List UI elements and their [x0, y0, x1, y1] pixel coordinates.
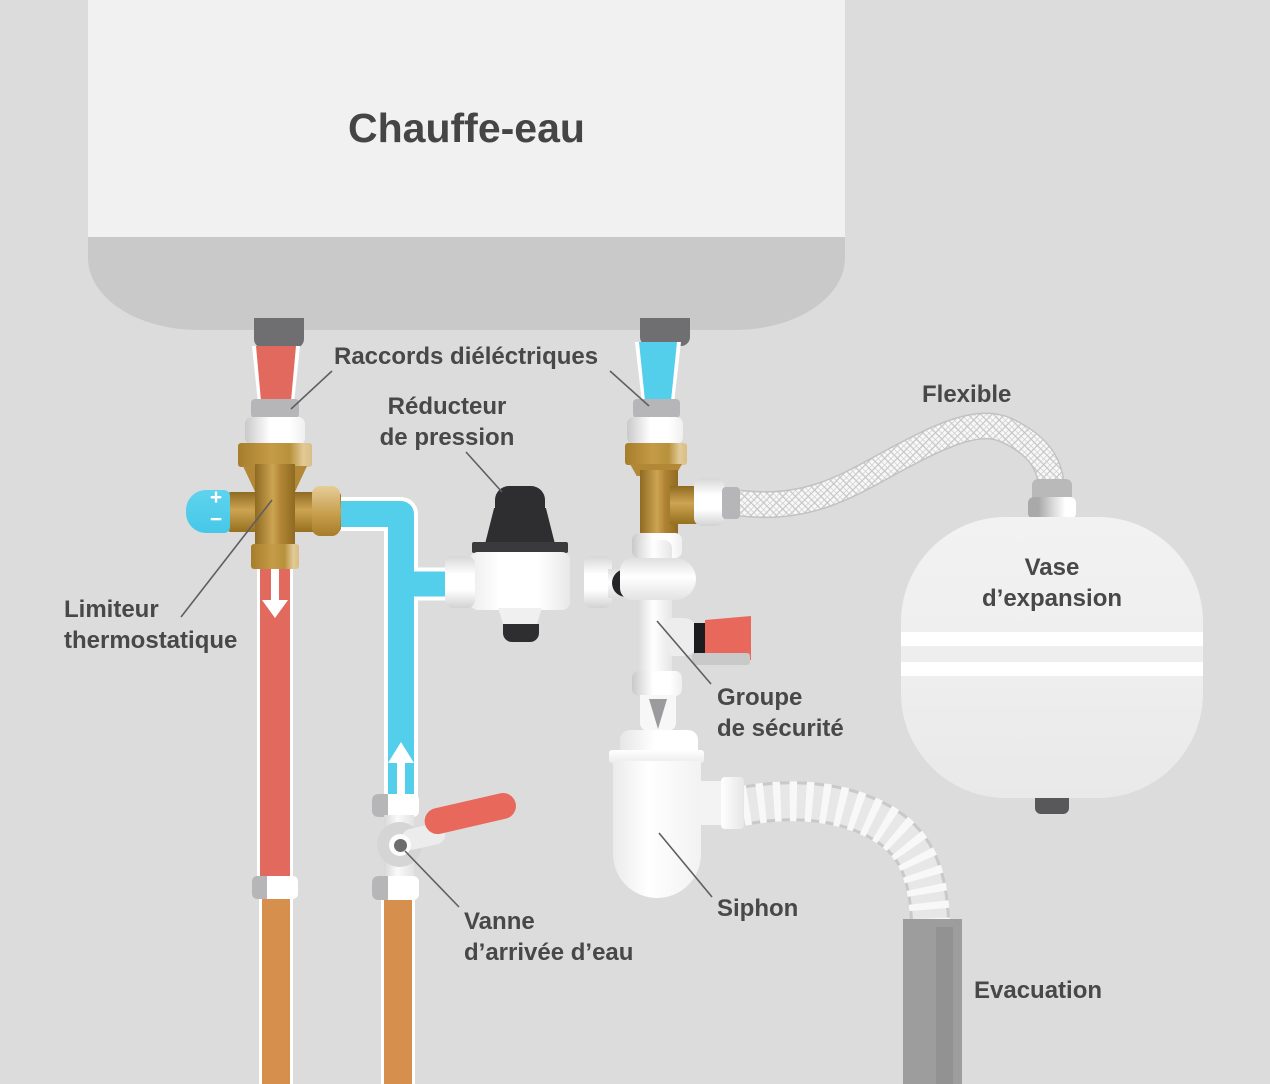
reducer-funnel	[498, 608, 542, 627]
label-evacuation: Evacuation	[974, 977, 1103, 1004]
vessel-weld-band-top	[901, 632, 1203, 646]
reducer-knob-top	[495, 486, 545, 512]
label-groupe: Groupe de sécurité	[717, 682, 844, 744]
cold-pipe	[336, 501, 414, 798]
siphon-body	[613, 761, 701, 898]
label-vanne-line1: Vanne	[464, 908, 535, 935]
label-limiteur-line2: thermostatique	[64, 627, 238, 654]
limiteur-hex-nut	[238, 443, 312, 467]
tee-arm-nut	[694, 478, 724, 526]
label-limiteur: Limiteur thermostatique	[64, 594, 237, 656]
label-limiteur-line1: Limiteur	[64, 596, 159, 623]
label-vanne-line2: d’arrivée d’eau	[464, 939, 634, 966]
flexible-hose	[737, 413, 1063, 517]
hot-taper	[256, 346, 296, 401]
expansion-vessel-stub	[1035, 798, 1069, 814]
cold-union-nut	[627, 417, 683, 444]
vessel-weld-band-bottom	[901, 662, 1203, 676]
expansion-vessel-nut	[1028, 497, 1076, 519]
label-raccords: Raccords diéléctriques	[334, 343, 599, 370]
label-vase-line2: d’expansion	[981, 585, 1123, 612]
label-reducteur-line1: Réducteur	[387, 393, 507, 420]
label-flexible: Flexible	[922, 381, 1012, 408]
safety-valve-red-handle	[705, 616, 751, 660]
valve-top-connector-cap	[372, 794, 388, 817]
dielectric-connector-hot	[251, 399, 299, 418]
siphon-flange	[609, 750, 704, 763]
evacuation-pipe-stripe	[936, 927, 953, 1084]
limiteur-right-nut	[312, 486, 340, 536]
evacuation-pipe	[903, 919, 962, 1084]
label-groupe-line1: Groupe	[717, 684, 803, 711]
cold-taper	[639, 342, 677, 401]
reducer-body	[470, 552, 570, 610]
siphon-cap	[620, 730, 698, 752]
tank-title: Chauffe-eau	[348, 105, 585, 151]
tank-bottom	[88, 237, 845, 330]
label-reducteur: Réducteur de pression	[352, 391, 542, 453]
drain-hose-ridges	[738, 781, 950, 923]
label-vase-line1: Vase	[1024, 554, 1080, 581]
safety-group-bottom-nut	[632, 671, 682, 696]
hot-copper-connector-cap	[252, 876, 267, 899]
tank-body	[88, 0, 845, 238]
label-vanne: Vanne d’arrivée d’eau	[464, 906, 633, 968]
label-reducteur-line2: de pression	[379, 424, 515, 451]
cold-flow-arrow-tail	[397, 761, 405, 797]
hot-flow-arrow-tail	[271, 564, 279, 602]
tee-hex-nut	[625, 443, 687, 465]
label-vase: Vase d’expansion	[901, 552, 1203, 614]
hot-outlet-stub	[254, 318, 304, 348]
reducer-inlet-nut	[445, 556, 475, 608]
dielectric-connector-cold	[633, 399, 680, 418]
siphon-outlet-flange	[721, 777, 744, 829]
reducer-knob-band	[472, 542, 568, 553]
thermostat-knob-plus: +	[209, 486, 223, 509]
label-groupe-line2: de sécurité	[717, 715, 844, 742]
safety-group-cross	[620, 558, 696, 600]
label-siphon: Siphon	[717, 895, 799, 922]
safety-valve-shadow	[692, 653, 750, 665]
reducer-knob-skirt	[485, 508, 555, 544]
reducer-bottom-plug	[503, 624, 539, 642]
cold-inlet-stub	[640, 318, 690, 346]
cold-flow-arrow-head	[388, 742, 414, 763]
flexible-connector	[722, 487, 740, 519]
hot-union-nut	[245, 417, 305, 445]
siphon-outlet	[699, 781, 723, 825]
valve-wheel-dot	[394, 839, 407, 852]
thermostat-knob-minus: −	[209, 508, 223, 531]
valve-bottom-connector-cap	[372, 876, 388, 900]
expansion-vessel-cap	[1032, 479, 1072, 499]
reducer-outlet-nut	[584, 556, 612, 608]
limiteur-bottom-nut	[251, 544, 299, 569]
expansion-vessel-body	[901, 517, 1203, 798]
